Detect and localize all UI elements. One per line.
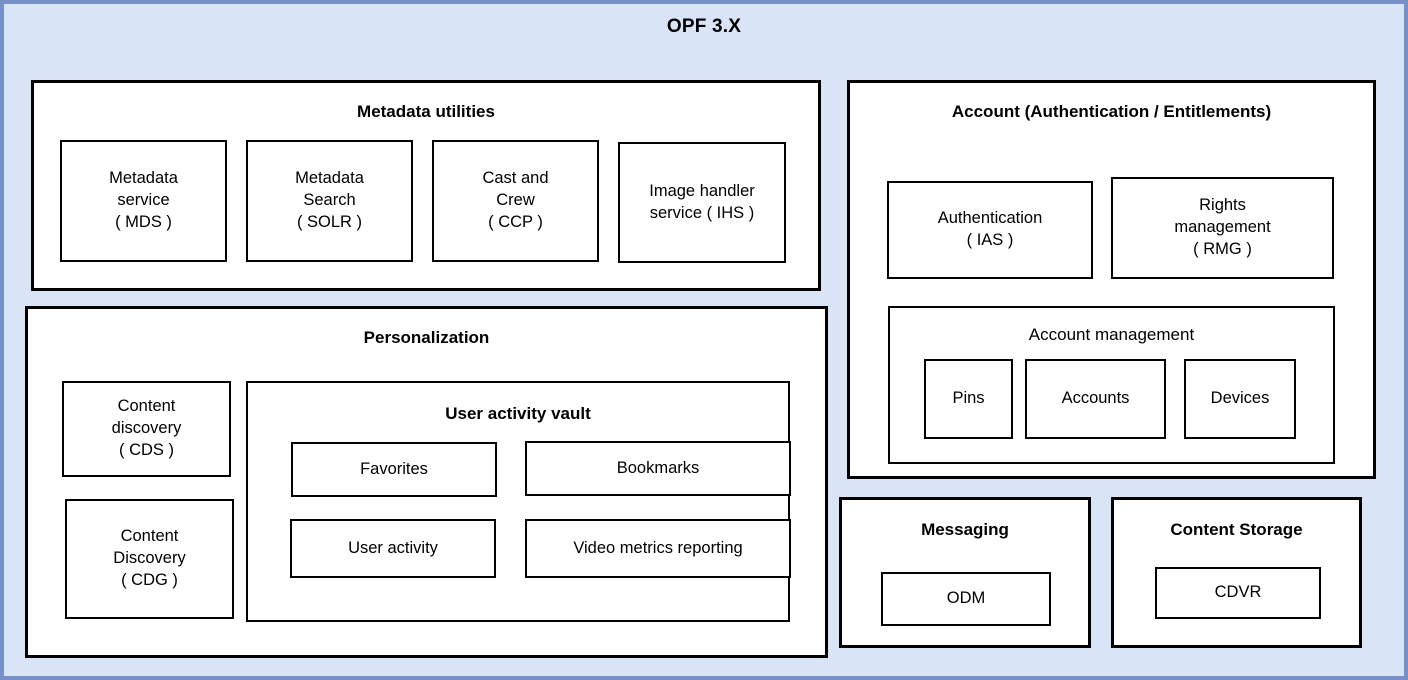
- metadata-service-line3: ( MDS ): [115, 212, 172, 231]
- section-account: Account (Authentication / Entitlements) …: [847, 80, 1376, 479]
- box-user-activity[interactable]: User activity: [290, 519, 496, 578]
- devices-label: Devices: [1210, 389, 1270, 408]
- metadata-service-line1: Metadata: [109, 169, 178, 188]
- box-metadata-search[interactable]: Metadata Search ( SOLR ): [246, 140, 413, 262]
- cdg-line3: ( CDG ): [121, 570, 178, 589]
- pins-label: Pins: [952, 389, 985, 408]
- subsection-user-activity-vault: User activity vault Favorites Bookmarks …: [246, 381, 791, 622]
- cdg-line2: Discovery: [113, 549, 186, 568]
- section-content-storage: Content Storage CDVR: [1111, 497, 1362, 648]
- rmg-line2: management: [1174, 218, 1271, 237]
- cast-and-crew-line3: ( CCP ): [488, 212, 543, 231]
- metadata-service-line2: service: [117, 191, 170, 210]
- section-messaging: Messaging ODM: [839, 497, 1091, 648]
- section-personalization: Personalization Content discovery ( CDS …: [25, 306, 828, 658]
- user-activity-label: User activity: [348, 538, 438, 557]
- metadata-search-line3: ( SOLR ): [296, 212, 363, 231]
- box-rights-management-rmg[interactable]: Rights management ( RMG ): [1111, 177, 1334, 279]
- box-image-handler-service[interactable]: Image handler service ( IHS ): [618, 142, 786, 263]
- box-odm[interactable]: ODM: [881, 572, 1051, 626]
- subsection-account-management: Account management Pins Accounts Devices: [888, 306, 1335, 464]
- account-title-line2: (Authentication / Entitlements): [1024, 102, 1272, 121]
- box-metadata-service[interactable]: Metadata service ( MDS ): [60, 140, 227, 262]
- box-favorites[interactable]: Favorites: [291, 442, 497, 497]
- box-accounts[interactable]: Accounts: [1025, 359, 1166, 439]
- cast-and-crew-line1: Cast and: [482, 169, 549, 188]
- box-content-discovery-cdg[interactable]: Content Discovery ( CDG ): [65, 499, 234, 619]
- metadata-search-line2: Search: [303, 191, 356, 210]
- box-content-discovery-cds[interactable]: Content discovery ( CDS ): [62, 381, 231, 477]
- box-pins[interactable]: Pins: [924, 359, 1013, 439]
- box-cast-and-crew[interactable]: Cast and Crew ( CCP ): [432, 140, 599, 262]
- box-authentication-ias[interactable]: Authentication ( IAS ): [887, 181, 1093, 279]
- account-title-line1: Account: [951, 102, 1020, 121]
- metadata-utilities-title: Metadata utilities: [357, 102, 495, 121]
- messaging-title: Messaging: [921, 520, 1009, 539]
- rmg-line1: Rights: [1199, 196, 1246, 215]
- cds-line2: discovery: [111, 419, 182, 438]
- cdvr-label: CDVR: [1214, 583, 1262, 602]
- cdg-line1: Content: [120, 527, 179, 546]
- metadata-search-line1: Metadata: [295, 169, 364, 188]
- favorites-label: Favorites: [360, 459, 428, 478]
- image-handler-line1: Image handler: [649, 181, 755, 200]
- account-management-title: Account management: [1028, 325, 1195, 344]
- rmg-line3: ( RMG ): [1193, 239, 1252, 258]
- accounts-label: Accounts: [1061, 389, 1130, 408]
- box-video-metrics-reporting[interactable]: Video metrics reporting: [525, 519, 791, 578]
- video-metrics-reporting-label: Video metrics reporting: [573, 538, 743, 557]
- cds-line1: Content: [117, 397, 176, 416]
- user-activity-vault-title: User activity vault: [445, 404, 591, 423]
- account-title: Account (Authentication / Entitlements): [850, 102, 1373, 123]
- diagram-title: OPF 3.X: [666, 16, 742, 37]
- image-handler-line2: service ( IHS ): [649, 203, 755, 222]
- ias-line1: Authentication: [937, 209, 1043, 228]
- cast-and-crew-line2: Crew: [496, 191, 535, 210]
- box-bookmarks[interactable]: Bookmarks: [525, 441, 791, 496]
- box-devices[interactable]: Devices: [1184, 359, 1296, 439]
- content-storage-title: Content Storage: [1170, 520, 1303, 539]
- odm-label: ODM: [946, 589, 986, 608]
- bookmarks-label: Bookmarks: [616, 458, 700, 477]
- box-cdvr[interactable]: CDVR: [1155, 567, 1321, 619]
- section-metadata-utilities: Metadata utilities Metadata service ( MD…: [31, 80, 821, 291]
- cds-line3: ( CDS ): [118, 440, 174, 459]
- personalization-title: Personalization: [363, 328, 490, 347]
- ias-line2: ( IAS ): [966, 231, 1014, 249]
